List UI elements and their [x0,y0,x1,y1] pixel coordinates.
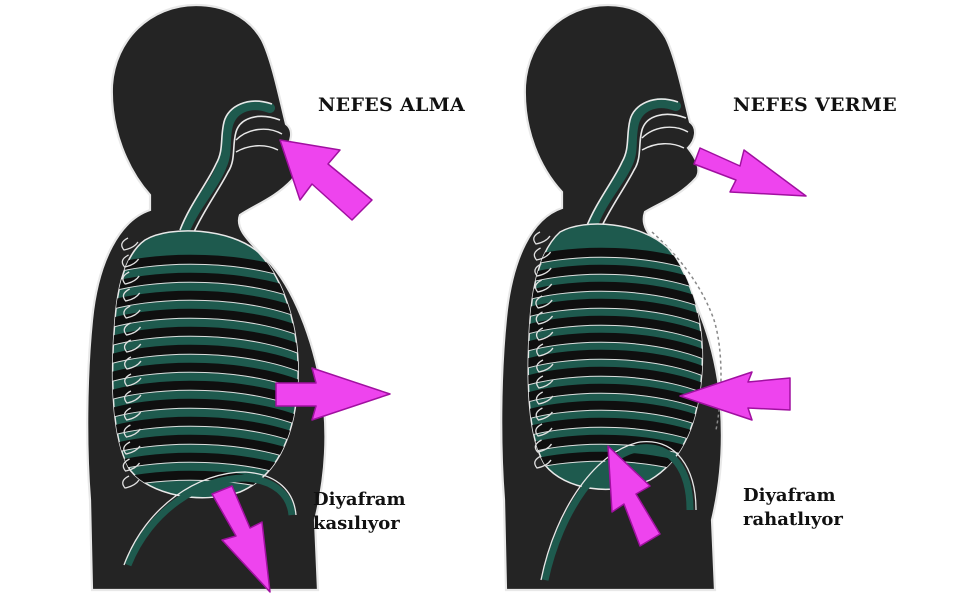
inhale-nose-arrow [280,140,372,220]
inhale-caption-line1: Diyafram [313,488,406,512]
inhale-caption: Diyafram kasılıyor [313,488,406,536]
exhale-nose-arrow [694,148,806,196]
exhale-title: NEFES VERME [733,94,897,116]
exhale-caption-line2: rahatlıyor [743,508,843,532]
exhale-caption: Diyafram rahatlıyor [743,484,843,532]
exhale-caption-line1: Diyafram [743,484,843,508]
inhale-caption-line2: kasılıyor [313,512,406,536]
inhale-title: NEFES ALMA [318,94,465,116]
inhale-figure [87,5,325,590]
